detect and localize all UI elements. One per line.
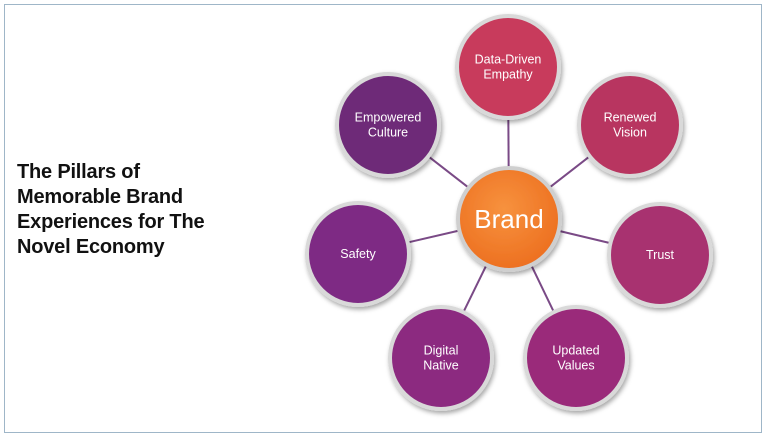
pillar-label-safety-line-1: Safety — [340, 247, 376, 261]
pillar-label-empowered-culture-line-1: Empowered — [355, 111, 422, 125]
connector-renewed-vision — [545, 154, 592, 191]
title-line-3: Experiences for The — [17, 211, 205, 233]
hub-node: Brand — [456, 166, 562, 272]
connector-digital-native — [461, 260, 490, 315]
pillar-circle-renewed-vision — [577, 72, 683, 178]
pillar-circle-digital-native — [388, 305, 494, 411]
pillar-label-digital-native-line-2: Native — [423, 359, 458, 373]
pillar-label-updated-values-line-1: Updated — [552, 344, 599, 358]
pillar-label-data-driven-empathy-line-1: Data-Driven — [475, 53, 542, 67]
pillar-circle-empowered-culture — [335, 72, 441, 178]
connector-empowered-culture — [426, 154, 473, 191]
pillar-label-digital-native-line-1: Digital — [424, 344, 459, 358]
pillar-circle-data-driven-empathy — [455, 14, 561, 120]
pillar-label-renewed-vision-line-1: Renewed — [604, 111, 657, 125]
pillar-label-renewed-vision-line-2: Vision — [613, 126, 647, 140]
pillar-label-empowered-culture-line-2: Culture — [368, 126, 408, 140]
connector-safety — [405, 228, 464, 244]
connector-lines — [405, 115, 613, 315]
connector-updated-values — [528, 260, 556, 315]
pillar-label-data-driven-empathy-line-2: Empathy — [483, 68, 533, 82]
pillar-circle-updated-values — [523, 305, 629, 411]
hub-label: Brand — [474, 204, 543, 234]
pillar-nodes: Data-DrivenEmpathyRenewedVisionTrustUpda… — [305, 14, 713, 411]
pillar-label-trust-line-1: Trust — [646, 248, 675, 262]
slide-title: The Pillars of Memorable Brand Experienc… — [17, 160, 247, 260]
pillar-circle-safety — [305, 201, 411, 307]
pillar-trust: Trust — [607, 202, 713, 308]
pillar-circle-trust — [607, 202, 713, 308]
title-line-4: Novel Economy — [17, 236, 165, 258]
title-line-1: The Pillars of — [17, 161, 140, 183]
hub-circle — [456, 166, 562, 272]
pillar-label-updated-values-line-2: Values — [557, 359, 594, 373]
pillar-safety: Safety — [305, 201, 411, 307]
title-line-2: Memorable Brand — [17, 186, 183, 208]
connector-trust — [554, 228, 613, 245]
